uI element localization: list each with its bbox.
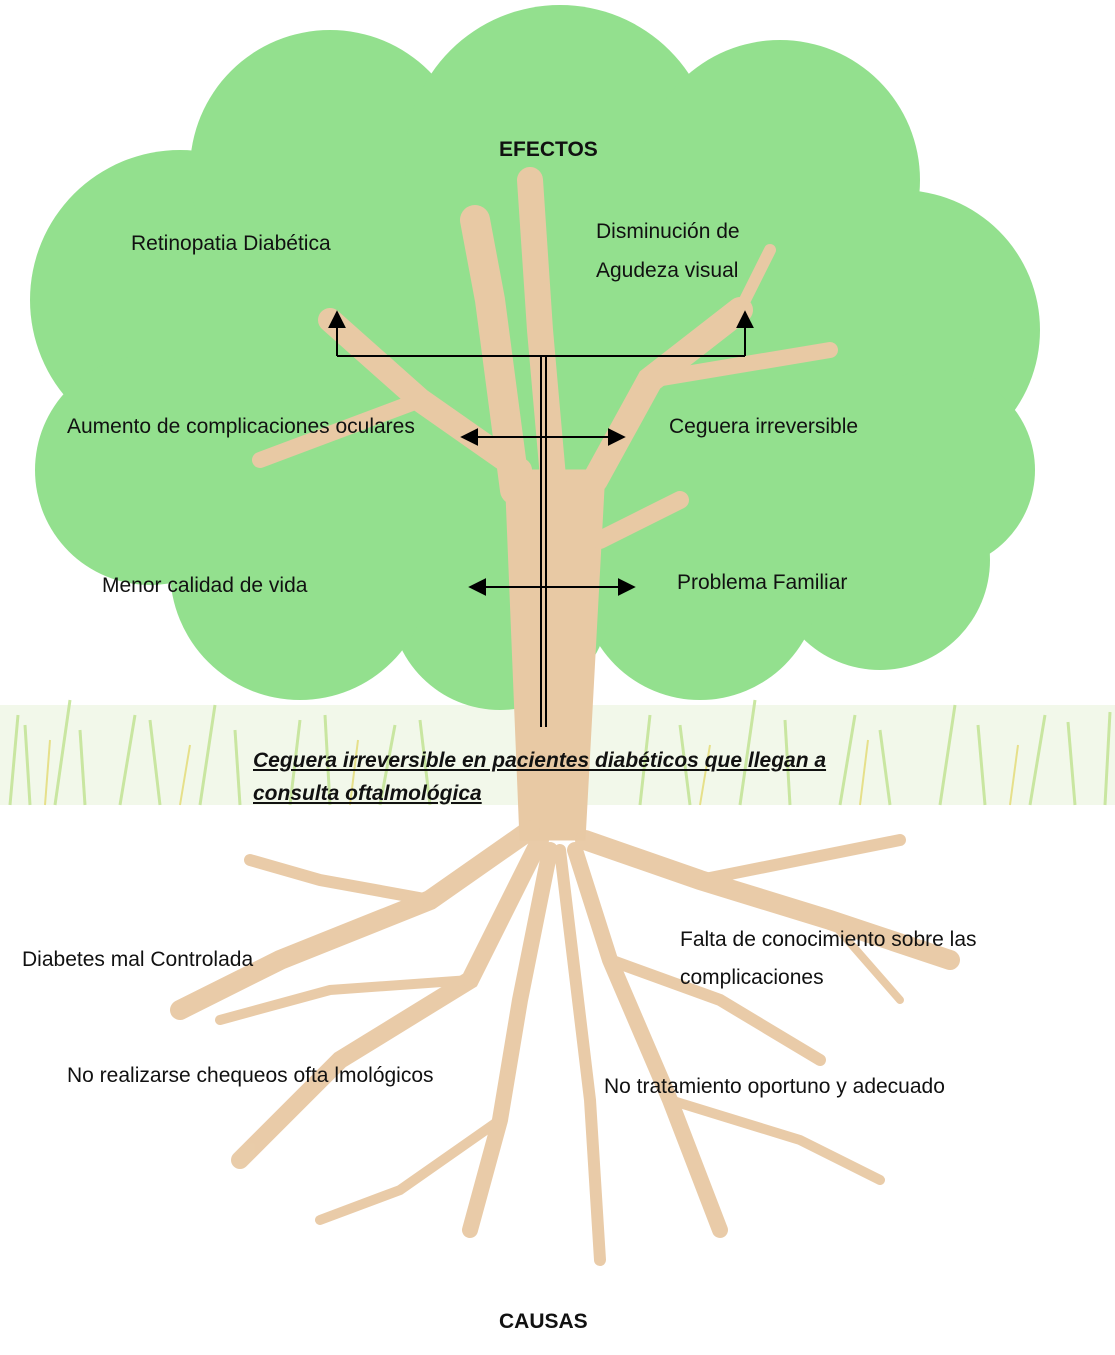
effect-retinopatia: Retinopatia Diabética — [131, 232, 331, 255]
cause-falta-line2: complicaciones — [680, 966, 824, 989]
central-problem-line2: consulta oftalmológica — [253, 782, 482, 805]
effect-complicaciones: Aumento de complicaciones oculares — [67, 415, 415, 438]
central-problem: Ceguera irreversible en pacientes diabét… — [253, 744, 973, 810]
central-problem-line1: Ceguera irreversible en pacientes diabét… — [253, 749, 827, 772]
effect-familiar: Problema Familiar — [677, 571, 848, 594]
connector-arrows — [328, 310, 754, 727]
cause-diabetes: Diabetes mal Controlada — [22, 948, 254, 971]
tree-roots — [170, 820, 960, 1266]
causes-heading: CAUSAS — [499, 1310, 588, 1333]
effect-disminucion-line2: Agudeza visual — [596, 259, 739, 282]
cause-chequeos: No realizarse chequeos ofta lmológicos — [67, 1064, 434, 1087]
cause-tratamiento: No tratamiento oportuno y adecuado — [604, 1075, 945, 1098]
effect-disminucion-line1: Disminución de — [596, 220, 740, 243]
tree-trunk — [252, 167, 838, 841]
effects-heading: EFECTOS — [499, 138, 598, 161]
effect-ceguera: Ceguera irreversible — [669, 415, 859, 438]
cause-falta-line1: Falta de conocimiento sobre las — [680, 928, 977, 951]
effect-calidad: Menor calidad de vida — [102, 574, 308, 597]
